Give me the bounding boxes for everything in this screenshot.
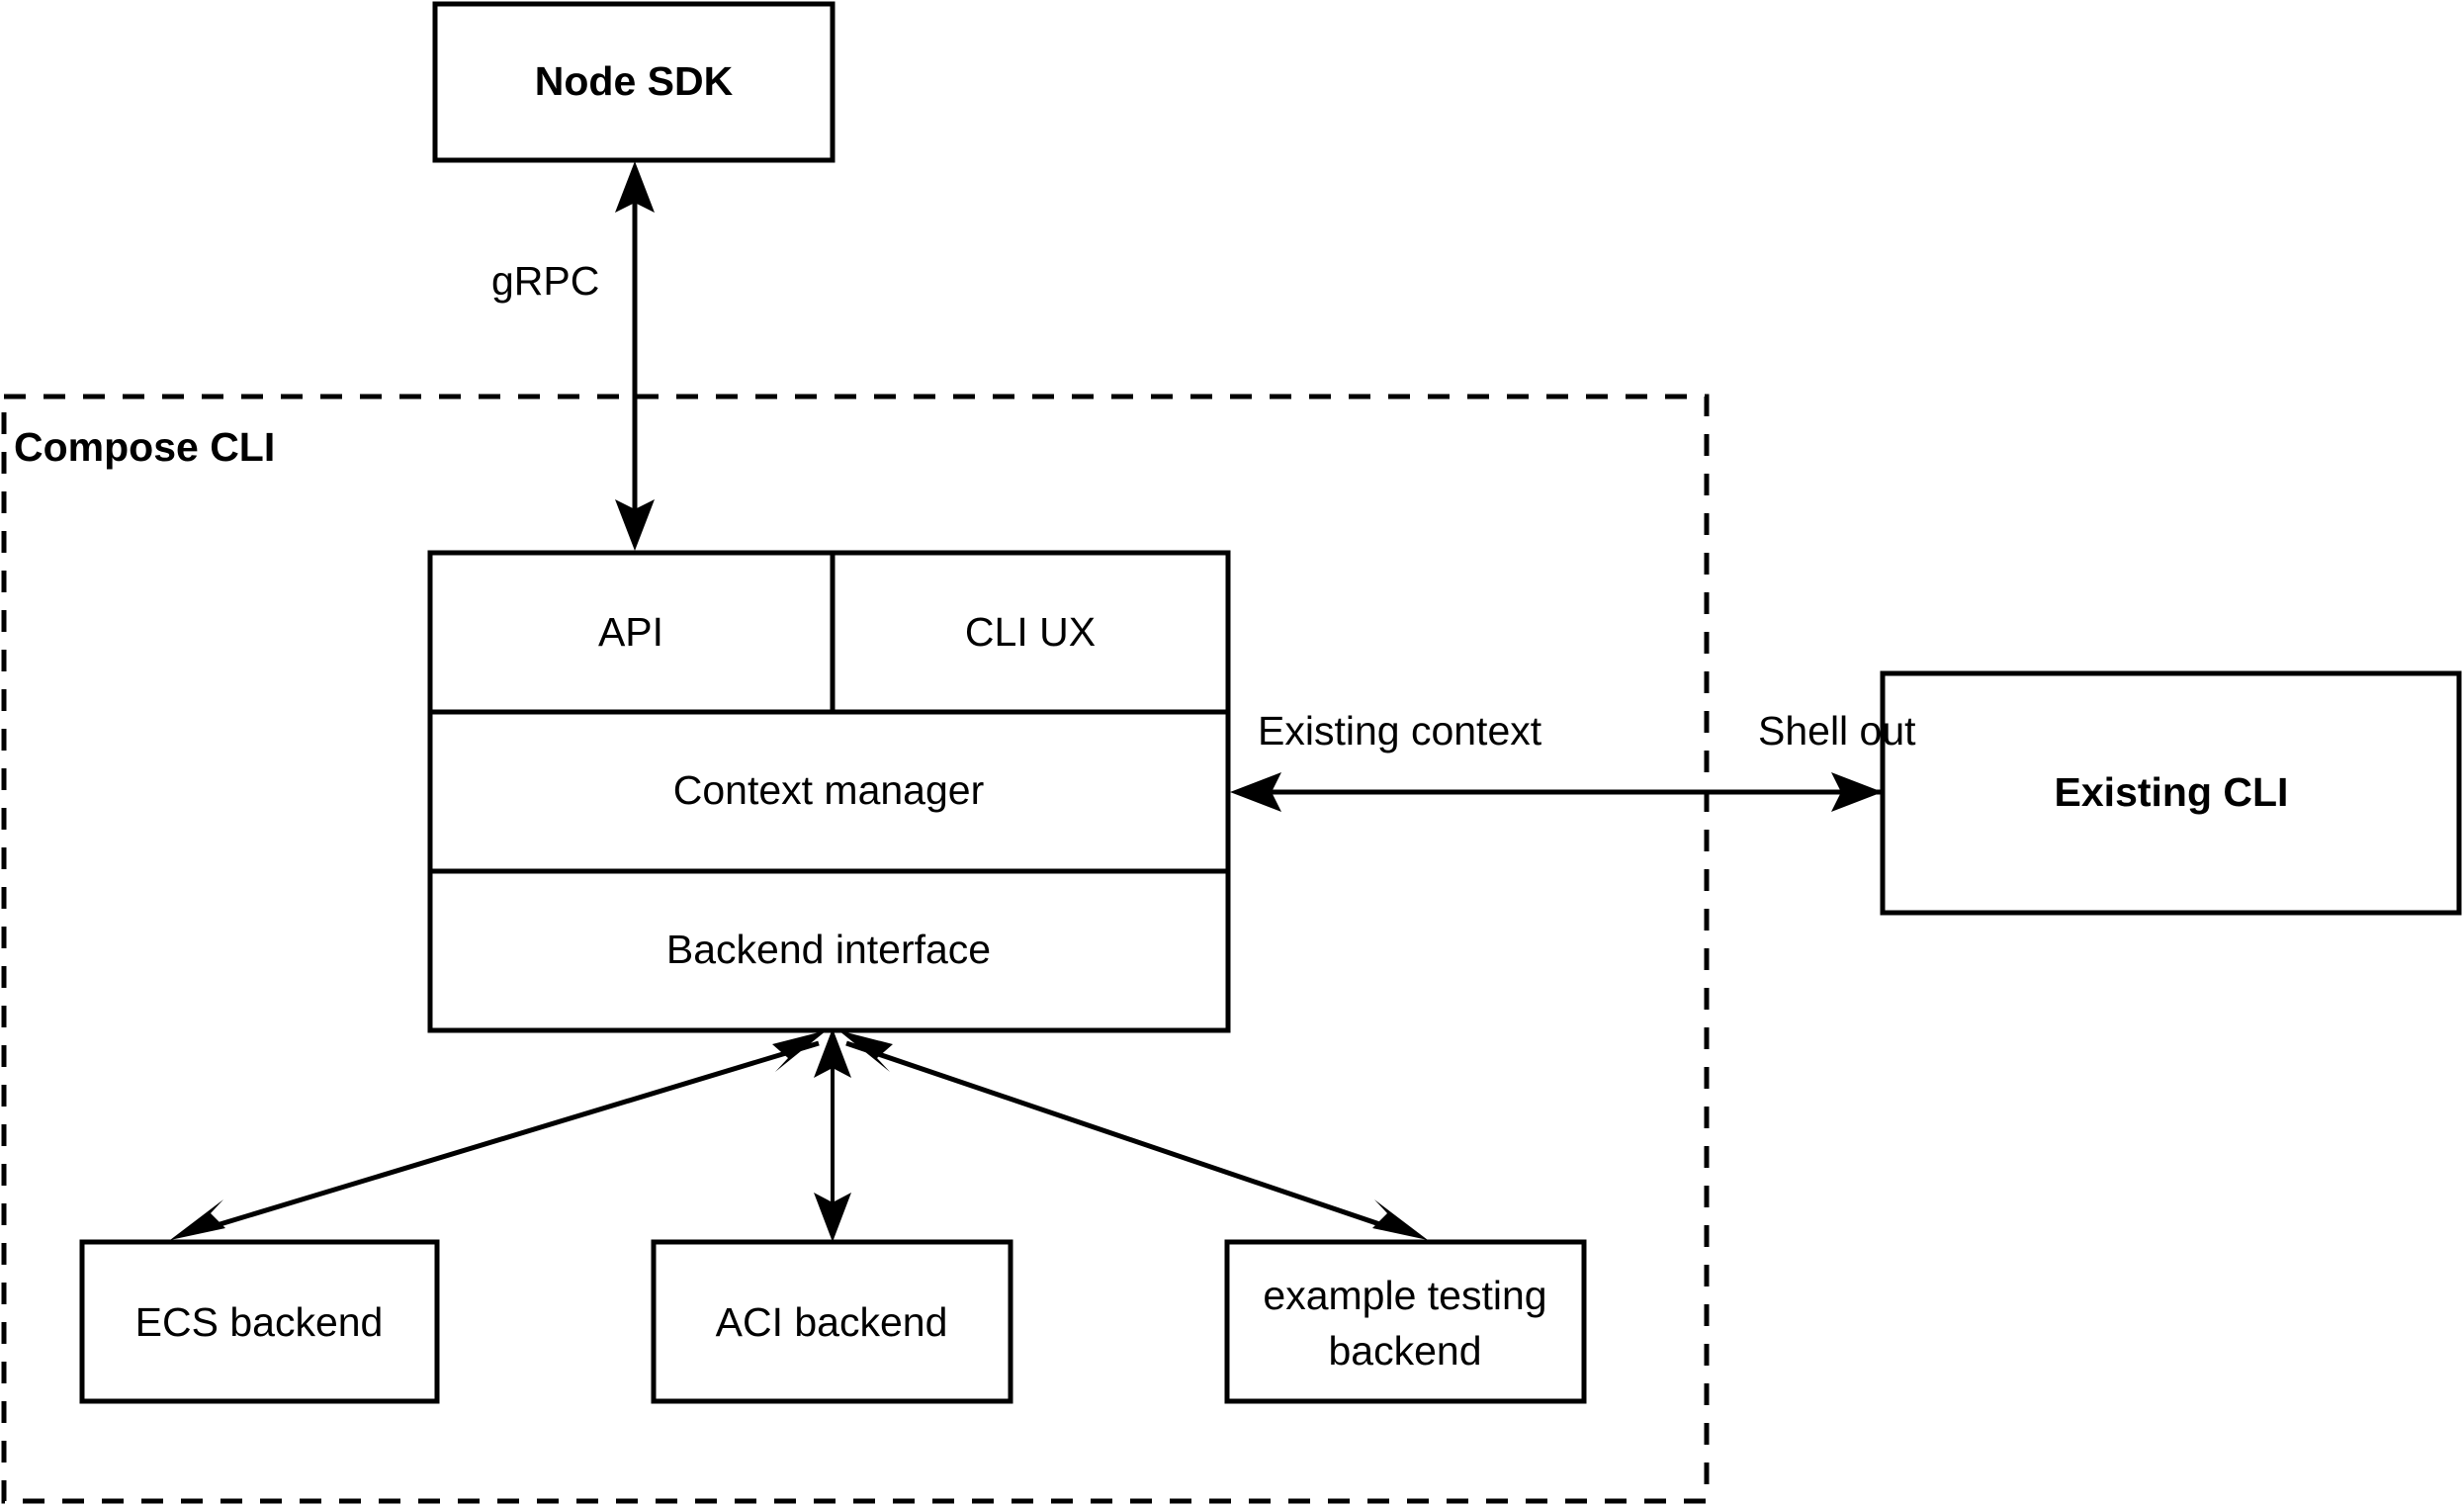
existing-cli-box[interactable]: [1880, 670, 2462, 916]
example-connector-line: [845, 1040, 1395, 1232]
shell-out-edge-label: Shell out: [1758, 708, 1916, 754]
ecs-backend-label: ECS backend: [135, 1299, 384, 1345]
cli-ux-label: CLI UX: [965, 609, 1096, 655]
grpc-arrowhead-down: [615, 499, 655, 551]
ecs-arrowhead-down: [170, 1199, 225, 1240]
existing-context-arrowhead: [1230, 772, 1281, 812]
compose-cli-stack-box: [427, 550, 1231, 1033]
aci-backend-box[interactable]: [651, 1239, 1013, 1404]
compose-cli-group-label: Compose CLI: [14, 424, 275, 470]
ecs-connector-line: [203, 1040, 820, 1232]
example-testing-backend-box[interactable]: [1224, 1239, 1587, 1404]
aci-arrowhead-down: [814, 1193, 851, 1242]
example-testing-backend-label-line1: example testing: [1263, 1273, 1546, 1318]
ecs-backend-box[interactable]: [79, 1239, 440, 1404]
compose-cli-group-boundary: [1, 394, 1710, 1504]
existing-context-edge-label: Existing context: [1258, 708, 1542, 754]
existing-cli-label: Existing CLI: [2055, 769, 2289, 815]
example-arrowhead-up: [838, 1030, 893, 1072]
grpc-edge-label: gRPC: [491, 258, 599, 304]
grpc-arrowhead-up: [615, 161, 655, 213]
ecs-arrowhead-up: [772, 1030, 827, 1072]
backend-interface-label: Backend interface: [666, 927, 991, 972]
api-label: API: [598, 609, 663, 655]
node-sdk-label: Node SDK: [535, 58, 734, 104]
aci-backend-label: ACI backend: [716, 1299, 948, 1345]
context-manager-label: Context manager: [673, 767, 985, 813]
example-testing-backend-label-line2: backend: [1328, 1328, 1481, 1374]
shell-out-arrowhead: [1831, 772, 1883, 812]
node-sdk-box[interactable]: [432, 1, 836, 163]
aci-arrowhead-up: [814, 1028, 851, 1078]
example-arrowhead-down: [1372, 1199, 1428, 1240]
